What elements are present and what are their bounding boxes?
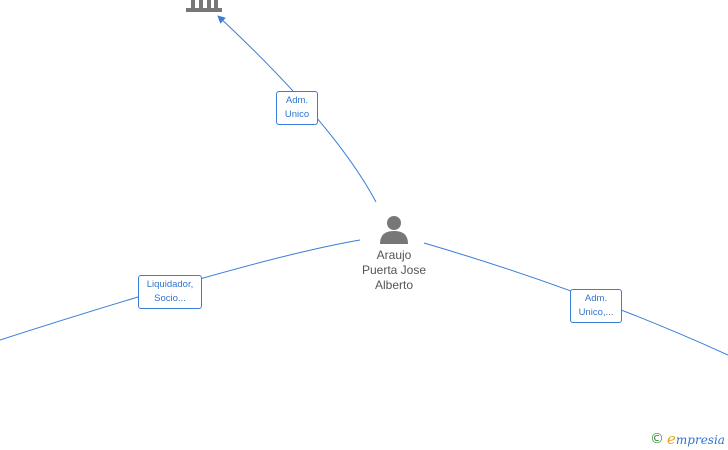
- edge-to-left: [0, 239, 361, 341]
- brand-logo: empresia: [667, 431, 725, 448]
- relation-label-line: Adm.: [584, 293, 608, 304]
- person-name: Araujo Puerta Jose Alberto: [344, 248, 444, 293]
- watermark: © empresia: [650, 430, 725, 448]
- person-node[interactable]: Araujo Puerta Jose Alberto: [344, 214, 444, 293]
- person-name-line: Araujo: [376, 248, 412, 262]
- copyright-symbol: ©: [650, 431, 664, 447]
- brand-initial: e: [667, 429, 676, 448]
- relation-label-line: Socio...: [154, 293, 186, 304]
- relation-label-line: Adm.: [285, 95, 309, 106]
- person-name-line: Puerta Jose: [361, 263, 427, 277]
- relation-label-company[interactable]: Adm. Unico: [276, 91, 318, 125]
- person-icon: [380, 216, 408, 244]
- relation-label-line: Unico,...: [578, 307, 614, 318]
- relation-label-line: Liquidador,: [146, 279, 194, 290]
- company-node[interactable]: [186, 0, 222, 12]
- brand-rest: mpresia: [675, 432, 725, 447]
- person-name-line: Alberto: [374, 278, 414, 292]
- relation-label-right[interactable]: Adm. Unico,...: [570, 289, 622, 323]
- relation-label-left[interactable]: Liquidador, Socio...: [138, 275, 202, 309]
- building-icon: [186, 0, 222, 12]
- relation-label-line: Unico: [284, 109, 310, 120]
